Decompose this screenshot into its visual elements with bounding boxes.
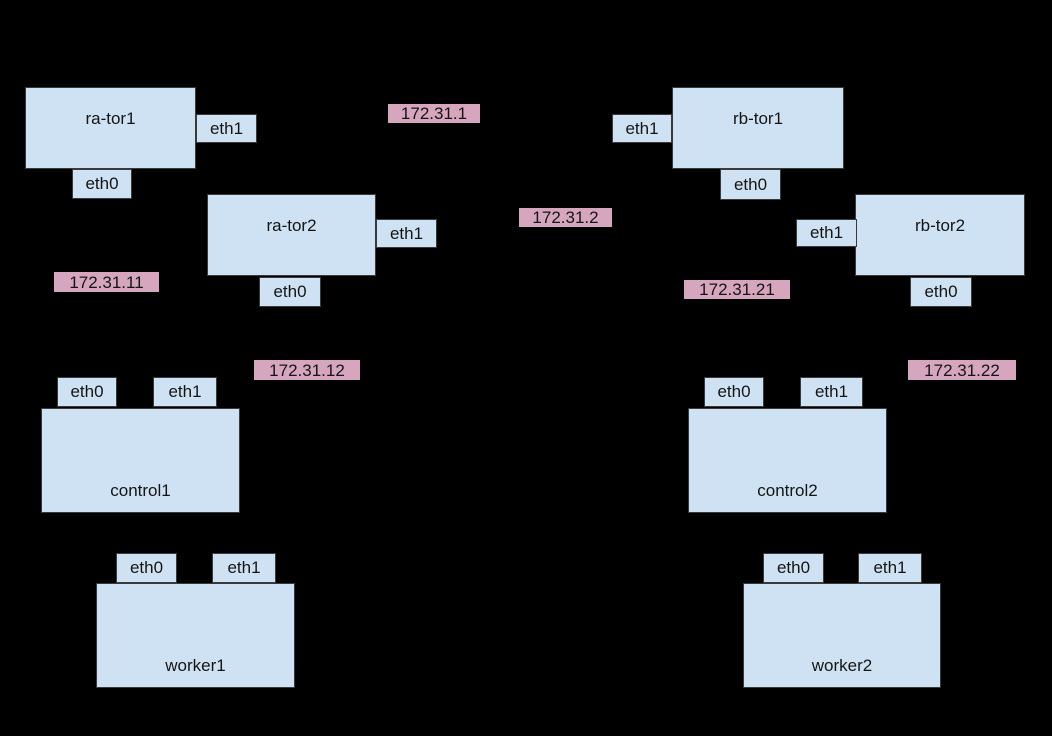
node-label-worker1: worker1: [165, 656, 226, 675]
port-rb-tor1-eth1: eth1: [612, 114, 672, 143]
port-control2-eth0: eth0: [704, 377, 764, 407]
port-label: eth0: [70, 382, 104, 401]
ip-label: 172.31.22: [924, 360, 1000, 380]
ip-172-31-2: 172.31.2: [519, 208, 612, 227]
port-label: eth1: [625, 118, 659, 138]
port-worker1-eth0: eth0: [116, 553, 177, 583]
port-ra-tor1-eth0: eth0: [72, 169, 132, 199]
node-label-worker2: worker2: [811, 656, 873, 675]
port-rb-tor1-eth0: eth0: [720, 169, 781, 200]
node-worker1: worker1: [96, 583, 295, 688]
port-label: eth1: [873, 558, 907, 577]
port-ra-tor2-eth0: eth0: [259, 277, 321, 307]
port-label: eth0: [717, 382, 751, 401]
ip-label: 172.31.12: [269, 360, 345, 380]
node-label-rb-tor2: rb-tor2: [914, 216, 966, 235]
node-label-control2: control2: [757, 481, 818, 500]
ip-172-31-1: 172.31.1: [388, 104, 480, 123]
port-label: eth1: [809, 223, 844, 242]
node-ra-tor1: ra-tor1: [25, 87, 196, 169]
port-label: eth0: [776, 558, 811, 577]
node-rb-tor2: rb-tor2: [855, 194, 1025, 276]
port-label: eth1: [814, 382, 849, 401]
node-worker2: worker2: [743, 583, 941, 688]
ip-label: 172.31.2: [532, 208, 599, 227]
ip-172-31-21: 172.31.21: [684, 280, 790, 299]
node-ra-tor2: ra-tor2: [207, 194, 376, 276]
port-worker1-eth1: eth1: [212, 553, 276, 583]
node-label-rb-tor1: rb-tor1: [732, 109, 784, 128]
port-control1-eth0: eth0: [57, 377, 117, 407]
port-label: eth0: [273, 282, 307, 301]
ip-172-31-22: 172.31.22: [908, 360, 1016, 380]
port-label: eth0: [733, 174, 768, 194]
port-ra-tor1-eth1: eth1: [196, 114, 257, 143]
node-label-ra-tor2: ra-tor2: [266, 216, 317, 235]
ip-172-31-12: 172.31.12: [254, 360, 360, 380]
port-rb-tor2-eth1: eth1: [796, 219, 857, 247]
node-control2: control2: [688, 408, 887, 513]
port-control1-eth1: eth1: [153, 377, 217, 407]
port-label: eth0: [85, 174, 119, 193]
port-control2-eth1: eth1: [800, 377, 863, 407]
node-label-ra-tor1: ra-tor1: [85, 109, 136, 128]
port-label: eth0: [129, 558, 164, 577]
port-label: eth1: [209, 118, 244, 138]
node-label-control1: control1: [110, 481, 171, 500]
ip-label: 172.31.11: [69, 272, 144, 292]
port-worker2-eth1: eth1: [858, 553, 922, 583]
port-label: eth1: [168, 382, 202, 401]
port-worker2-eth0: eth0: [763, 553, 824, 583]
ip-label: 172.31.1: [400, 104, 468, 123]
port-label: eth0: [924, 282, 958, 301]
port-rb-tor2-eth0: eth0: [910, 277, 972, 307]
port-ra-tor2-eth1: eth1: [376, 219, 437, 248]
ip-172-31-11: 172.31.11: [54, 272, 159, 292]
node-control1: control1: [41, 408, 240, 513]
node-rb-tor1: rb-tor1: [672, 87, 844, 169]
port-label: eth1: [389, 223, 424, 243]
ip-label: 172.31.21: [699, 280, 775, 299]
port-label: eth1: [227, 558, 261, 577]
